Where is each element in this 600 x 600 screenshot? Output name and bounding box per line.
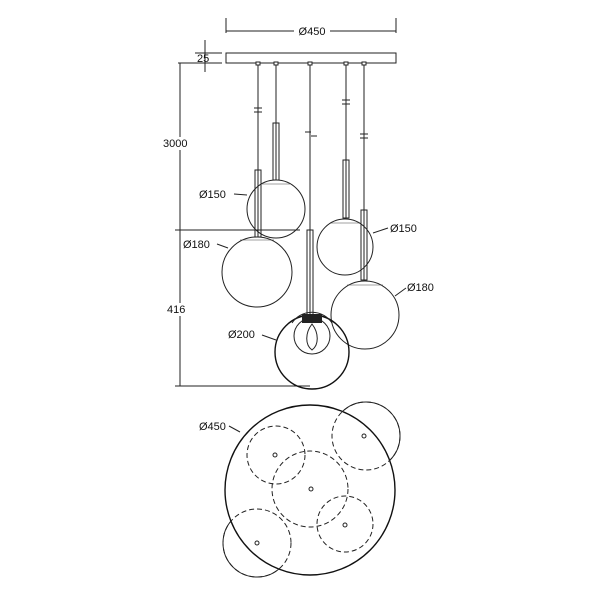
globe-left-small: Ø150 [199,179,306,239]
canopy-height-dimension: 25 [178,40,222,72]
globe-right-large-label: Ø180 [407,282,434,294]
shade-height-label: 416 [167,304,185,316]
globe-right-small-label: Ø150 [390,223,417,235]
cord-length-label: 3000 [163,138,187,150]
globe-center-label: Ø200 [228,329,255,341]
plan-view: Ø450 [199,401,401,578]
globe-left-large: Ø180 [183,236,293,308]
cord-length-dimension: 3000 416 [160,63,310,387]
globe-right-large: Ø180 [330,280,434,350]
cords [254,61,368,321]
plan-diameter-label: Ø450 [199,421,226,433]
canopy-diameter-label: Ø450 [299,26,326,38]
globe-right-small: Ø150 [316,218,417,276]
canopy-height-label: 25 [197,53,209,65]
globe-left-large-label: Ø180 [183,239,210,251]
canopy-width-dimension: Ø450 [225,18,397,38]
globe-center: Ø200 [228,311,350,390]
globe-left-small-label: Ø150 [199,189,226,201]
